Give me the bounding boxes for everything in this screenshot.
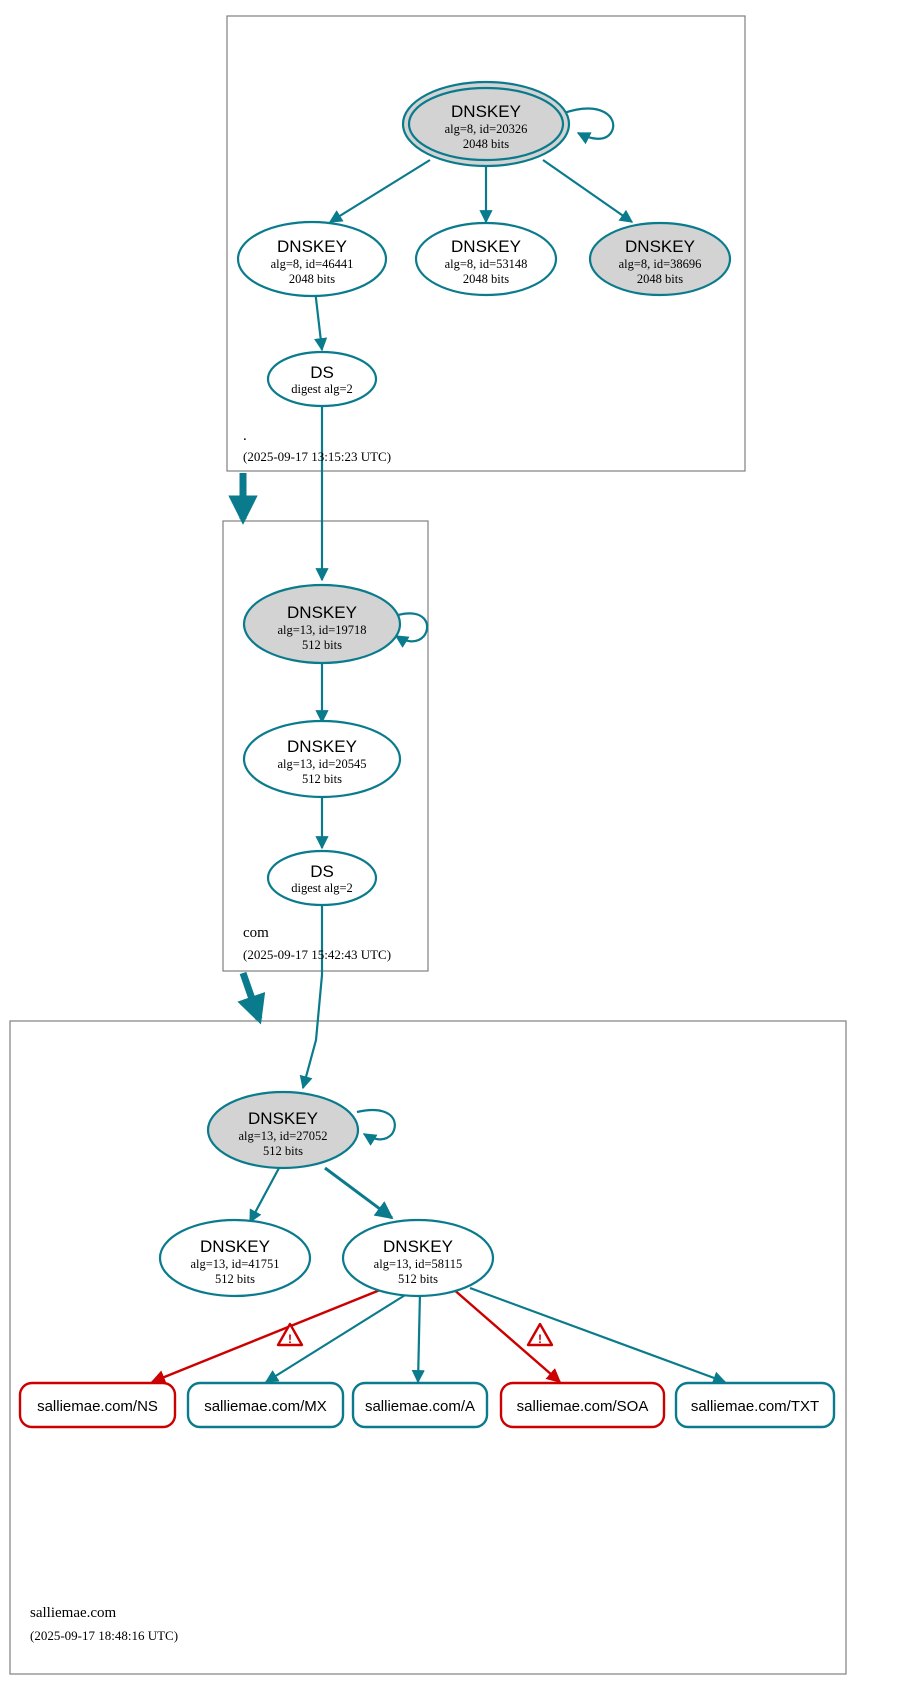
edge-sm-58115-to-mx bbox=[264, 1291, 411, 1383]
zone-date-com: (2025-09-17 15:42:43 UTC) bbox=[243, 947, 391, 962]
node-title: DNSKEY bbox=[287, 737, 357, 756]
rrset-label: salliemae.com/NS bbox=[37, 1398, 158, 1415]
node-alg-id: alg=13, id=19718 bbox=[277, 623, 366, 637]
rrset-box bbox=[351, 1381, 489, 1429]
edge-root-46441-to-ds bbox=[313, 289, 328, 352]
edge-sm-58115-to-txt bbox=[469, 1286, 727, 1385]
zone-box-salliemae bbox=[9, 1020, 847, 1675]
node-ellipse bbox=[206, 1090, 360, 1170]
node-ellipse bbox=[236, 220, 388, 298]
rrset-box bbox=[18, 1381, 177, 1429]
node-keysize: 512 bits bbox=[215, 1272, 255, 1286]
node-title: DS bbox=[310, 363, 334, 382]
node-alg-id: alg=8, id=53148 bbox=[445, 257, 528, 271]
warning-glyph: ! bbox=[538, 1332, 542, 1346]
node-title: DNSKEY bbox=[625, 237, 695, 256]
node-title: DS bbox=[310, 862, 334, 881]
rrset-label: salliemae.com/TXT bbox=[691, 1398, 819, 1415]
node-ellipse bbox=[341, 1218, 495, 1298]
edge-com-ds-to-salliemae-dnskey bbox=[299, 902, 324, 1090]
rrset-salliemae-com-ns[interactable]: salliemae.com/NS bbox=[18, 1381, 177, 1429]
node-title: DNSKEY bbox=[200, 1237, 270, 1256]
edge-root-ksk-to-38696 bbox=[542, 159, 634, 223]
node-keysize: 2048 bits bbox=[289, 272, 335, 286]
rrset-salliemae-com-soa[interactable]: salliemae.com/SOA bbox=[499, 1381, 666, 1429]
delegation-arrow-com-to-salliemae bbox=[237, 971, 266, 1025]
edge-sm-58115-to-ns bbox=[150, 1286, 386, 1384]
node-digest-alg: digest alg=2 bbox=[291, 881, 353, 895]
node-root-dnskey-38696[interactable]: DNSKEY alg=8, id=38696 2048 bits bbox=[588, 221, 732, 297]
node-alg-id: alg=13, id=41751 bbox=[190, 1257, 279, 1271]
zone-label-com: com bbox=[243, 925, 269, 941]
node-alg-id: alg=13, id=27052 bbox=[238, 1129, 327, 1143]
self-sign-loop-root-ksk bbox=[563, 107, 615, 145]
node-sm-dnskey-58115[interactable]: DNSKEY alg=13, id=58115 512 bits bbox=[341, 1218, 495, 1298]
node-title: DNSKEY bbox=[451, 237, 521, 256]
self-sign-loop-sm-ksk bbox=[356, 1109, 396, 1146]
node-root-ksk-20326[interactable]: DNSKEY alg=8, id=20326 2048 bits bbox=[401, 80, 571, 168]
node-inner-ring bbox=[407, 86, 565, 162]
rrset-box bbox=[499, 1381, 666, 1429]
warning-glyph: ! bbox=[288, 1332, 292, 1346]
node-keysize: 512 bits bbox=[302, 772, 342, 786]
rrset-salliemae-com-mx[interactable]: salliemae.com/MX bbox=[186, 1381, 345, 1429]
warning-triangle-shape bbox=[276, 1322, 304, 1347]
node-keysize: 512 bits bbox=[302, 638, 342, 652]
zone-label-salliemae: salliemae.com bbox=[30, 1605, 117, 1621]
node-alg-id: alg=13, id=58115 bbox=[374, 1257, 463, 1271]
edge-root-ksk-to-46441 bbox=[328, 159, 431, 223]
node-root-dnskey-46441[interactable]: DNSKEY alg=8, id=46441 2048 bits bbox=[236, 220, 388, 298]
node-digest-alg: digest alg=2 bbox=[291, 382, 353, 396]
warning-icon-mx[interactable]: ! bbox=[276, 1322, 304, 1347]
node-alg-id: alg=8, id=20326 bbox=[445, 122, 528, 136]
node-alg-id: alg=8, id=46441 bbox=[271, 257, 354, 271]
self-sign-loop-com-ksk bbox=[394, 612, 429, 648]
node-title: DNSKEY bbox=[277, 237, 347, 256]
warning-triangle-shape bbox=[526, 1322, 554, 1347]
node-keysize: 512 bits bbox=[398, 1272, 438, 1286]
node-keysize: 2048 bits bbox=[463, 137, 509, 151]
node-alg-id: alg=13, id=20545 bbox=[277, 757, 366, 771]
rrset-label: salliemae.com/MX bbox=[204, 1398, 327, 1415]
rrset-box bbox=[674, 1381, 836, 1429]
node-ellipse bbox=[158, 1218, 312, 1298]
node-ellipse bbox=[414, 221, 558, 297]
node-root-ds[interactable]: DS digest alg=2 bbox=[266, 350, 378, 408]
node-keysize: 512 bits bbox=[263, 1144, 303, 1158]
zone-label-root: . bbox=[243, 428, 247, 444]
node-alg-id: alg=8, id=38696 bbox=[619, 257, 702, 271]
node-title: DNSKEY bbox=[383, 1237, 453, 1256]
node-ellipse bbox=[266, 849, 378, 907]
node-title: DNSKEY bbox=[248, 1109, 318, 1128]
node-com-ksk-19718[interactable]: DNSKEY alg=13, id=19718 512 bits bbox=[242, 583, 402, 665]
node-title: DNSKEY bbox=[451, 102, 521, 121]
node-ellipse bbox=[242, 583, 402, 665]
warning-icon-soa[interactable]: ! bbox=[526, 1322, 554, 1347]
edge-sm-ksk-to-41751 bbox=[249, 1167, 280, 1224]
edge-sm-ksk-to-58115 bbox=[324, 1166, 394, 1220]
node-com-ds[interactable]: DS digest alg=2 bbox=[266, 849, 378, 907]
edge-sm-58115-to-soa bbox=[451, 1287, 562, 1383]
node-title: DNSKEY bbox=[287, 603, 357, 622]
rrset-salliemae-com-txt[interactable]: salliemae.com/TXT bbox=[674, 1381, 836, 1429]
zone-date-root: (2025-09-17 13:15:23 UTC) bbox=[243, 449, 391, 464]
node-sm-dnskey-41751[interactable]: DNSKEY alg=13, id=41751 512 bits bbox=[158, 1218, 312, 1298]
node-keysize: 2048 bits bbox=[637, 272, 683, 286]
node-keysize: 2048 bits bbox=[463, 272, 509, 286]
zone-date-salliemae: (2025-09-17 18:48:16 UTC) bbox=[30, 1628, 178, 1643]
node-sm-ksk-27052[interactable]: DNSKEY alg=13, id=27052 512 bits bbox=[206, 1090, 360, 1170]
rrset-label: salliemae.com/SOA bbox=[517, 1398, 649, 1415]
node-root-dnskey-53148[interactable]: DNSKEY alg=8, id=53148 2048 bits bbox=[414, 221, 558, 297]
node-ellipse bbox=[266, 350, 378, 408]
rrset-label: salliemae.com/A bbox=[365, 1398, 475, 1415]
edge-sm-58115-to-a bbox=[411, 1291, 425, 1384]
rrset-box bbox=[186, 1381, 345, 1429]
node-ellipse bbox=[588, 221, 732, 297]
rrset-salliemae-com-a[interactable]: salliemae.com/A bbox=[351, 1381, 489, 1429]
node-com-dnskey-20545[interactable]: DNSKEY alg=13, id=20545 512 bits bbox=[242, 719, 402, 799]
node-ellipse bbox=[242, 719, 402, 799]
